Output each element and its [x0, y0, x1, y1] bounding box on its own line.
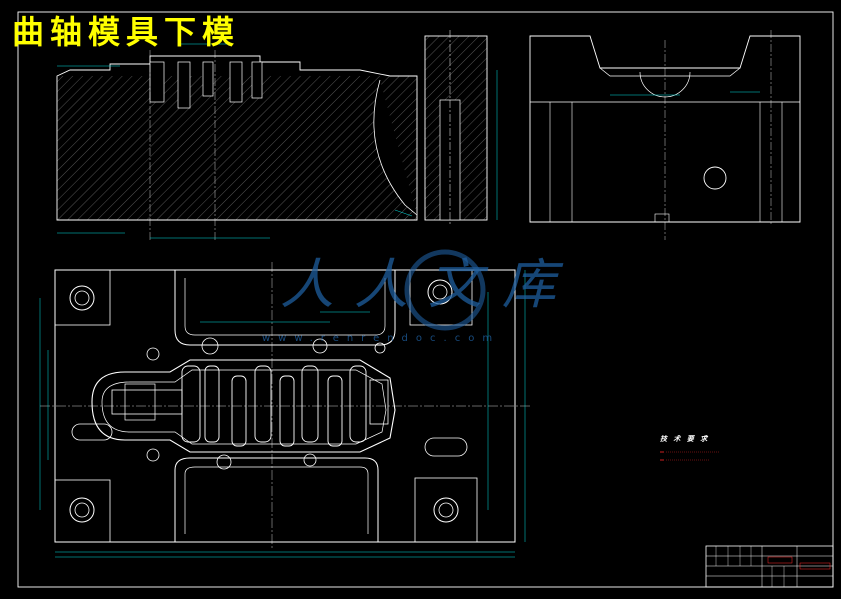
sheet-border [17, 11, 834, 588]
title-block [705, 545, 834, 588]
front-section-view [56, 30, 498, 240]
watermark-text: 人人文库 [280, 253, 576, 316]
technical-requirements-heading: 技 术 要 求 [660, 435, 710, 443]
side-view [529, 30, 801, 240]
watermark-url: www.renrendoc.com [262, 333, 501, 344]
watermark-logo [404, 249, 486, 331]
drawing-title: 曲轴模具下模 [12, 13, 241, 51]
plan-view [39, 262, 530, 558]
